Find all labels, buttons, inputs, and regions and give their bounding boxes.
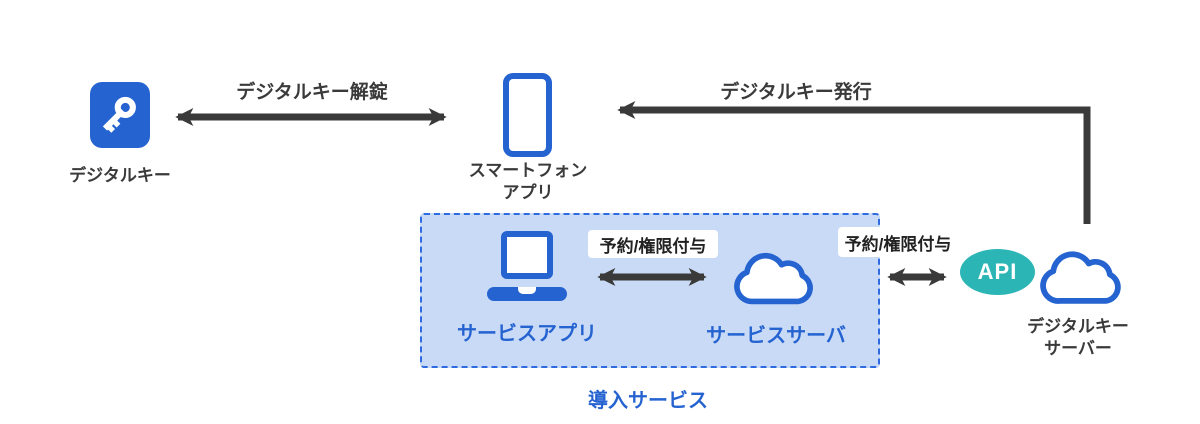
- api-badge: API: [960, 249, 1035, 295]
- key-server-cloud-icon: [1040, 251, 1121, 304]
- digital-key-label: デジタルキー: [69, 166, 171, 185]
- service-server-cloud-icon: [734, 252, 813, 305]
- key-server-label-line2: サーバー: [1044, 339, 1112, 358]
- smartphone-label-line2: アプリ: [502, 183, 554, 202]
- service-app-label: サービスアプリ: [457, 323, 597, 345]
- key-issue-arrow: [617, 100, 1091, 224]
- key-unlock-arrow-label: デジタルキー解錠: [236, 82, 388, 103]
- laptop-icon: [487, 231, 567, 301]
- key-server-label-line1: デジタルキー: [1027, 317, 1129, 336]
- key-glyph-icon: [102, 96, 136, 133]
- digital-key-icon: [90, 82, 150, 148]
- smartphone-icon: [503, 73, 552, 157]
- service-box-title: 導入サービス: [588, 390, 708, 412]
- api-badge-label: API: [977, 259, 1018, 284]
- key-issue-arrow-label: デジタルキー発行: [720, 82, 872, 103]
- key-server-label: デジタルキー サーバー: [983, 316, 1173, 360]
- smartphone-label-line1: スマートフォン: [468, 161, 588, 180]
- reserve-grant-inner-label: 予約/権限付与: [588, 230, 718, 258]
- reserve-grant-outer-label: 予約/権限付与: [838, 227, 958, 257]
- smartphone-label: スマートフォン アプリ: [428, 160, 628, 204]
- service-server-label: サービスサーバ: [706, 325, 846, 347]
